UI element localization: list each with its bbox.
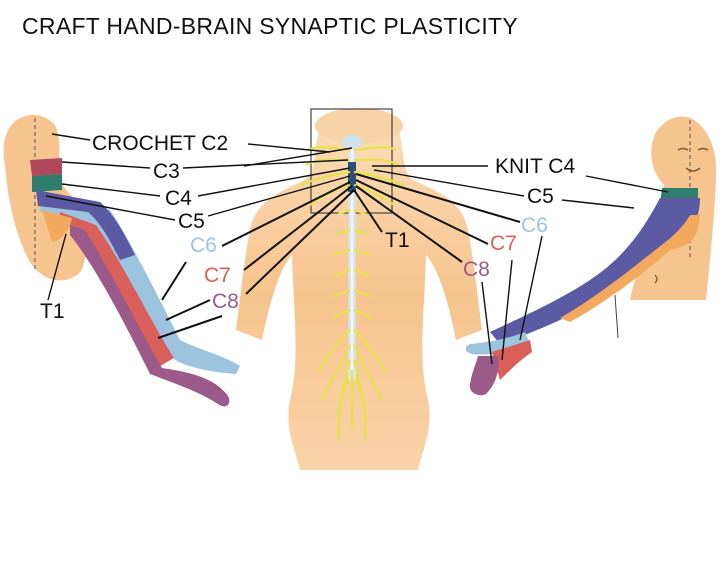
label-left-c7: C7 [204, 264, 231, 287]
label-crochet-c2: CROCHET C2 [92, 132, 228, 155]
label-left-c5: C5 [178, 210, 205, 233]
left-arm-t1 [42, 210, 72, 242]
right-hand-c8 [469, 356, 499, 396]
right-figure [465, 116, 716, 396]
right-arm-c5 [490, 198, 700, 344]
spinal-column [342, 135, 362, 380]
highlighted-leader-lines [157, 173, 521, 339]
back-figure [236, 108, 482, 470]
label-left-t1: T1 [40, 300, 65, 323]
label-right-c5: C5 [527, 185, 554, 208]
left-band-c3 [30, 158, 62, 176]
diagram-title: CRAFT HAND-BRAIN SYNAPTIC PLASTICITY [22, 13, 519, 39]
left-arm-c6 [40, 198, 240, 374]
left-band-c4 [32, 174, 62, 192]
left-arm-c7 [60, 212, 174, 366]
label-right-c7: C7 [490, 232, 517, 255]
label-left-c4: C4 [165, 187, 192, 210]
right-arm-t1 [560, 215, 700, 322]
left-arm-c5 [36, 190, 135, 260]
label-left-c3: C3 [153, 160, 180, 183]
label-left-c8: C8 [212, 290, 239, 313]
right-face [677, 147, 709, 172]
back-head [315, 108, 403, 144]
right-leader-lines [372, 165, 669, 365]
label-knit-c4: KNIT C4 [495, 155, 575, 178]
leader-lines [45, 133, 353, 301]
left-figure [3, 114, 240, 407]
labels: CROCHET C2 KNIT C4 C3 C4 C5 C6 C7 C8 T1 … [40, 132, 575, 323]
label-left-c6: C6 [190, 234, 217, 257]
left-arm-c8 [70, 225, 230, 407]
label-right-c8: C8 [463, 258, 490, 281]
right-hand-c7 [492, 340, 532, 380]
label-right-c6: C6 [521, 214, 548, 237]
label-center-t1: T1 [385, 229, 410, 252]
